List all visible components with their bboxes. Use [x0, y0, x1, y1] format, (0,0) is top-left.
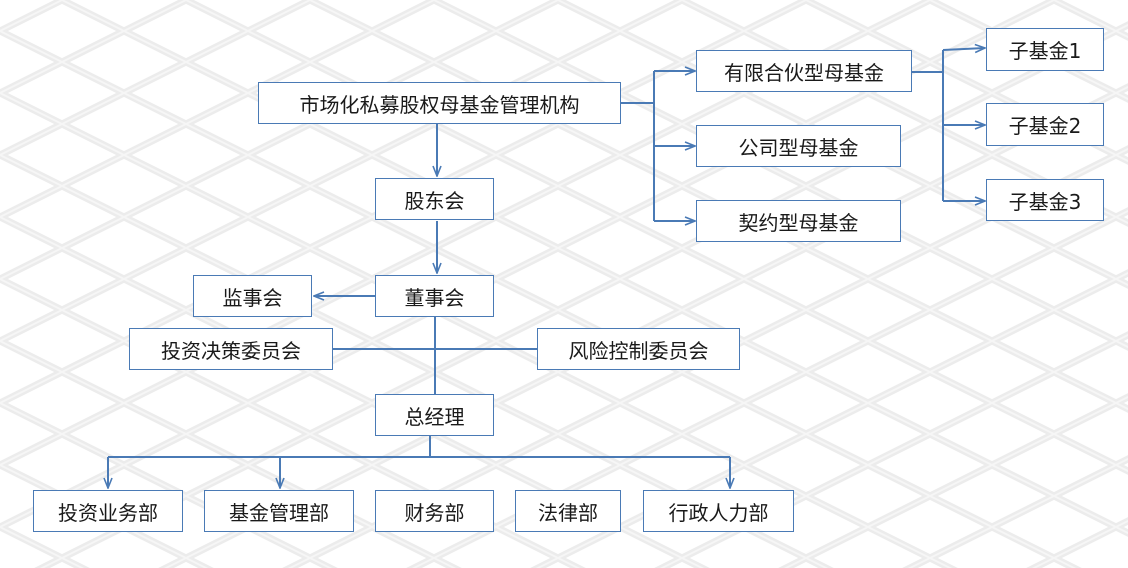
edge-to-subfund-1	[942, 48, 985, 50]
node-fund-lp: 有限合伙型母基金	[696, 50, 912, 92]
node-subfund-3: 子基金3	[986, 179, 1104, 221]
node-dept-legal: 法律部	[515, 490, 621, 532]
node-fund-company: 公司型母基金	[696, 125, 901, 167]
node-dept-investment: 投资业务部	[33, 490, 183, 532]
node-fund-contract: 契约型母基金	[696, 200, 901, 242]
node-subfund-2: 子基金2	[986, 103, 1104, 146]
node-dept-finance: 财务部	[375, 490, 494, 532]
node-dept-admin-hr: 行政人力部	[643, 490, 794, 532]
node-subfund-1: 子基金1	[986, 28, 1104, 71]
node-general-manager: 总经理	[375, 394, 494, 436]
node-root: 市场化私募股权母基金管理机构	[258, 82, 621, 124]
node-supervisors: 监事会	[193, 275, 312, 317]
node-shareholders: 股东会	[375, 178, 494, 220]
node-board: 董事会	[375, 275, 494, 317]
node-risk-committee: 风险控制委员会	[537, 328, 740, 370]
node-dept-fund-management: 基金管理部	[204, 490, 354, 532]
node-investment-committee: 投资决策委员会	[129, 328, 333, 370]
